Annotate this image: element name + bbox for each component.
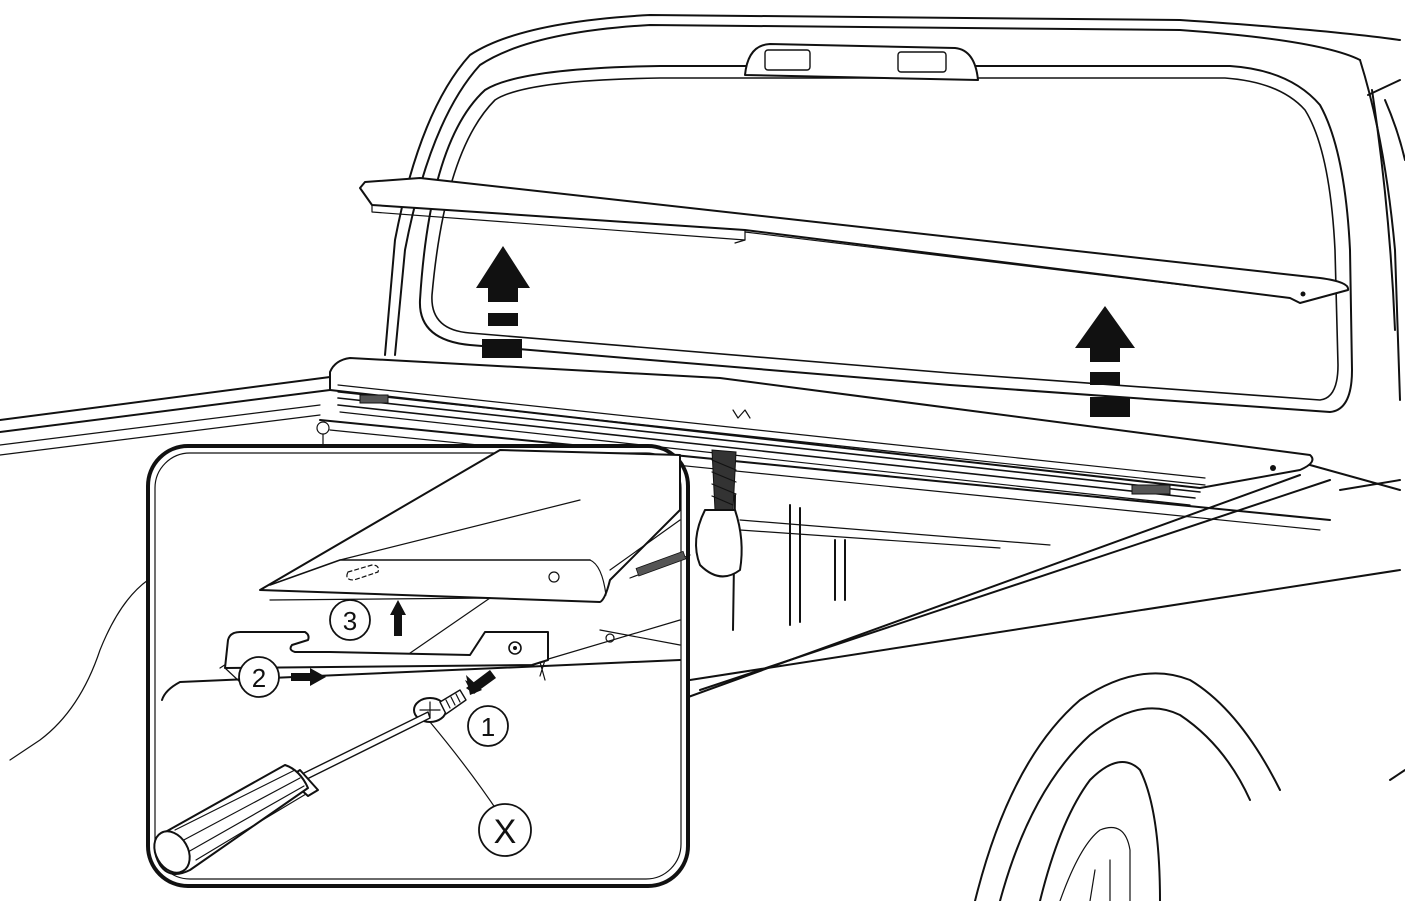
callout-step-1: 1 [467, 705, 509, 747]
svg-text:X: X [494, 813, 517, 851]
svg-text:2: 2 [252, 663, 266, 693]
step1-screw-arrow-icon [465, 670, 496, 695]
step2-right-arrow-icon [291, 668, 326, 686]
detail-rail [259, 449, 691, 661]
truck-bed [0, 357, 1401, 701]
lift-arrow-left [476, 246, 530, 358]
brake-light [744, 43, 979, 81]
lifted-front-rail [359, 177, 1350, 304]
truck-cab [384, 14, 1405, 413]
callout-step-3: 3 [329, 599, 371, 641]
callout-step-2: 2 [238, 656, 280, 698]
tarp-strap [695, 449, 743, 578]
truck-side-body [689, 569, 1405, 901]
svg-text:3: 3 [343, 606, 357, 636]
left-side-contour [9, 579, 149, 761]
detail-bracket [224, 631, 549, 683]
step3-up-arrow-icon [390, 600, 406, 636]
detail-inset: 3 2 1 X [146, 444, 691, 888]
callout-part-x: X [478, 803, 532, 857]
screwdriver-icon [153, 711, 431, 875]
svg-text:1: 1 [481, 712, 495, 742]
lift-arrow-right [1075, 306, 1135, 417]
